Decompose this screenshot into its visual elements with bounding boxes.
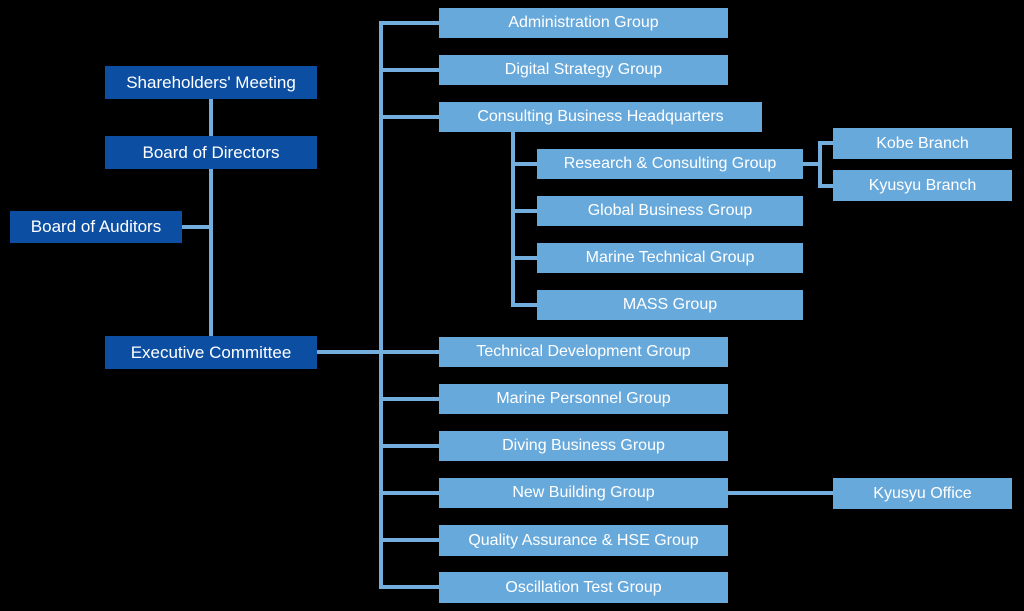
org-node-marine-personnel-group: Marine Personnel Group — [439, 384, 728, 414]
org-node-shareholders-meeting: Shareholders' Meeting — [105, 66, 317, 99]
connector-stub-marine-personnel — [379, 397, 439, 401]
connector-stub-kyusyu-branch — [818, 184, 833, 188]
connector-stub-oscillation-test — [379, 585, 439, 589]
connector-stub-research-consulting — [511, 162, 537, 166]
connector-stub-diving-business — [379, 444, 439, 448]
org-node-kobe-branch: Kobe Branch — [833, 128, 1012, 159]
connector-stub-marine-technical — [511, 256, 537, 260]
org-node-oscillation-test-group: Oscillation Test Group — [439, 572, 728, 603]
org-node-administration-group: Administration Group — [439, 8, 728, 38]
org-node-board-of-directors: Board of Directors — [105, 136, 317, 169]
connector-research-branches — [803, 162, 820, 166]
org-node-marine-technical-group: Marine Technical Group — [537, 243, 803, 273]
org-node-kyusyu-office: Kyusyu Office — [833, 478, 1012, 509]
connector-stub-global-business — [511, 209, 537, 213]
connector-executive-trunk — [317, 350, 439, 354]
org-node-consulting-business-headquarters: Consulting Business Headquarters — [439, 102, 762, 132]
connector-stub-kobe-branch — [818, 141, 833, 145]
connector-directors-executive — [209, 169, 213, 336]
org-node-global-business-group: Global Business Group — [537, 196, 803, 226]
connector-stub-mass — [511, 303, 537, 307]
connector-stub-new-building — [379, 491, 439, 495]
org-node-executive-committee: Executive Committee — [105, 336, 317, 369]
connector-stub-consulting-hq — [379, 115, 439, 119]
org-node-technical-development-group: Technical Development Group — [439, 337, 728, 367]
connector-auditors-stub — [182, 225, 213, 229]
connector-stub-administration — [379, 21, 439, 25]
org-node-diving-business-group: Diving Business Group — [439, 431, 728, 461]
org-node-digital-strategy-group: Digital Strategy Group — [439, 55, 728, 85]
connector-main-trunk — [379, 21, 383, 589]
org-node-mass-group: MASS Group — [537, 290, 803, 320]
connector-shareholders-directors — [209, 99, 213, 136]
org-node-research-consulting-group: Research & Consulting Group — [537, 149, 803, 179]
org-node-board-of-auditors: Board of Auditors — [10, 211, 182, 243]
connector-stub-digital-strategy — [379, 68, 439, 72]
connector-stub-quality-assurance — [379, 538, 439, 542]
org-node-kyusyu-branch: Kyusyu Branch — [833, 170, 1012, 201]
connector-consulting-subtrunk — [511, 132, 515, 307]
connector-branches-vline — [818, 141, 822, 188]
org-node-new-building-group: New Building Group — [439, 478, 728, 508]
connector-newbuilding-kyusyu-office — [728, 491, 833, 495]
org-node-quality-assurance-hse-group: Quality Assurance & HSE Group — [439, 525, 728, 556]
